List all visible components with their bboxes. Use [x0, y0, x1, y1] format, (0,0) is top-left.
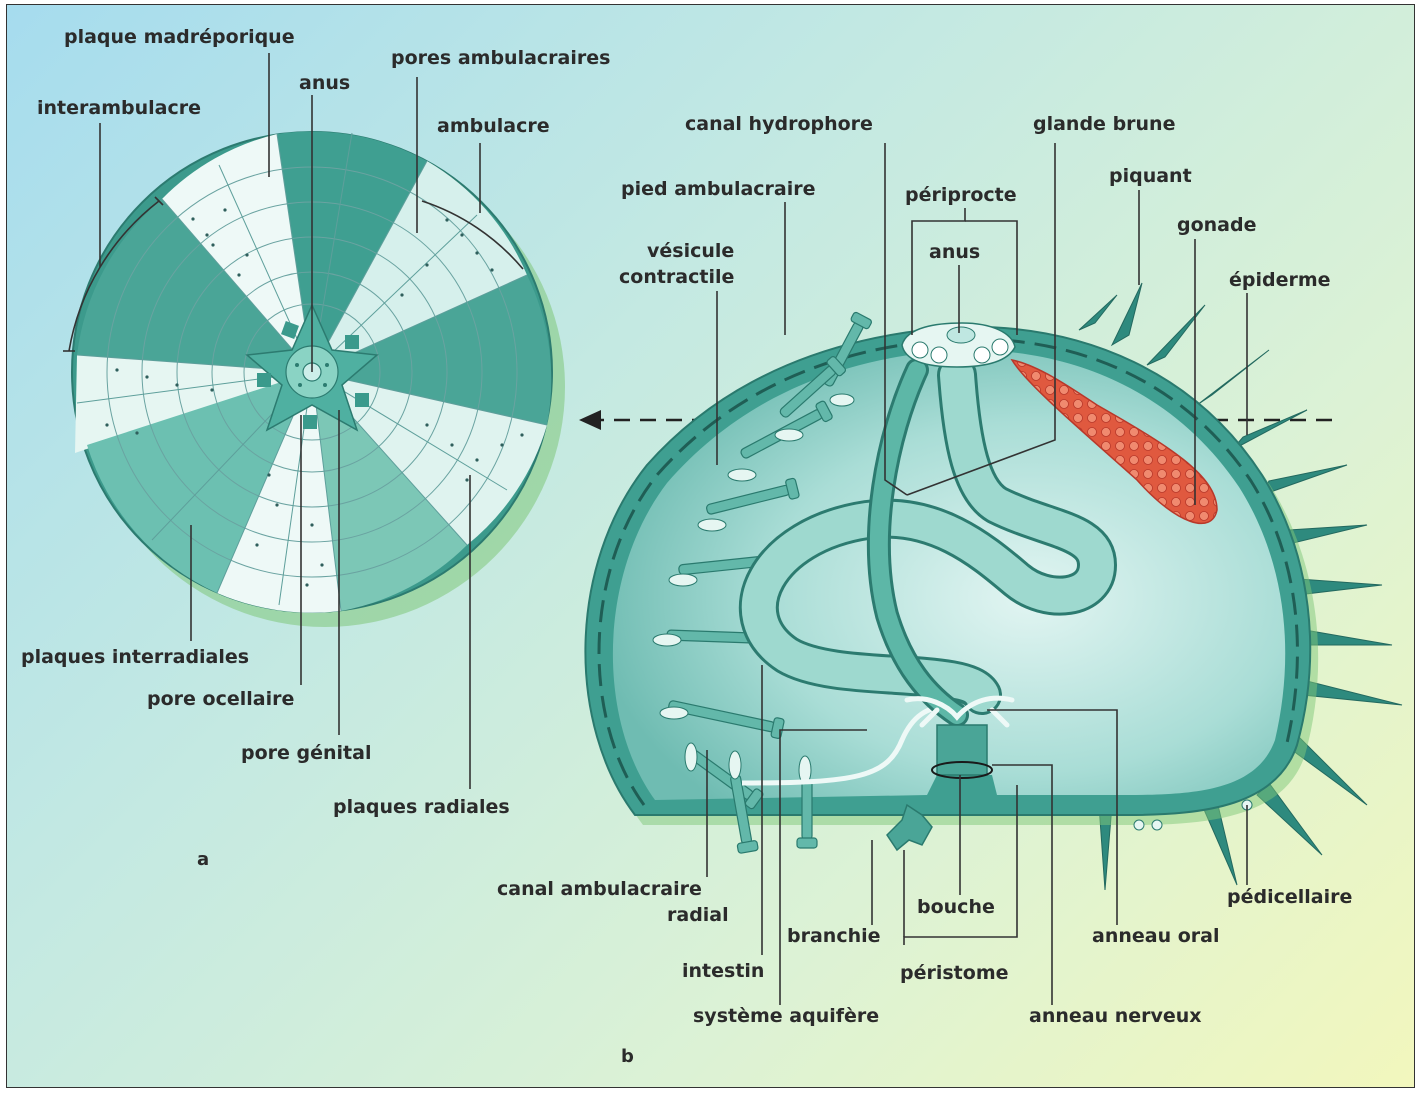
label-pore-ocellaire: pore ocellaire: [147, 688, 294, 710]
label-systeme-aquifere: système aquifère: [693, 1005, 879, 1027]
label-interambulacre: interambulacre: [37, 97, 201, 119]
diagram-canvas: plaque madréporique anus pores ambulacra…: [6, 4, 1415, 1088]
label-ambulacre: ambulacre: [437, 115, 550, 137]
label-anneau-nerveux: anneau nerveux: [1029, 1005, 1202, 1027]
panel-letter-b: b: [621, 1046, 634, 1067]
label-pied-ambulacraire: pied ambulacraire: [621, 178, 816, 200]
label-pores-ambulacraires: pores ambulacraires: [391, 47, 610, 69]
label-intestin: intestin: [682, 960, 764, 982]
label-anneau-oral: anneau oral: [1092, 925, 1219, 947]
label-anus-b: anus: [929, 241, 980, 263]
label-glande-brune: glande brune: [1033, 113, 1175, 135]
label-gonade: gonade: [1177, 214, 1257, 236]
label-epiderme: épiderme: [1229, 269, 1331, 291]
panel-a-test-aboral-view: plaque madréporique anus pores ambulacra…: [21, 26, 610, 870]
label-canal-hydrophore: canal hydrophore: [685, 113, 873, 135]
label-plaque-madreporique: plaque madréporique: [64, 26, 295, 48]
label-peristome: péristome: [900, 962, 1009, 984]
label-piquant: piquant: [1109, 165, 1192, 187]
label-canal-radial-1: canal ambulacraire: [497, 878, 702, 900]
sea-urchin-figure: plaque madréporique anus pores ambulacra…: [7, 5, 1415, 1088]
label-pore-genital: pore génital: [241, 742, 371, 764]
label-canal-radial-2: radial: [667, 904, 729, 926]
label-anus-a: anus: [299, 72, 350, 94]
label-plaques-interradiales: plaques interradiales: [21, 646, 249, 668]
label-vesicule-2: contractile: [619, 266, 734, 288]
panel-b-vertical-section: canal hydrophore glande brune pied ambul…: [497, 113, 1402, 1067]
label-periprocte: périprocte: [905, 184, 1017, 206]
panel-letter-a: a: [197, 849, 209, 870]
label-plaques-radiales: plaques radiales: [333, 796, 510, 818]
label-bouche: bouche: [917, 896, 995, 918]
label-pedicellaire: pédicellaire: [1227, 886, 1352, 908]
label-branchie: branchie: [787, 925, 881, 947]
label-vesicule-1: vésicule: [647, 240, 734, 262]
